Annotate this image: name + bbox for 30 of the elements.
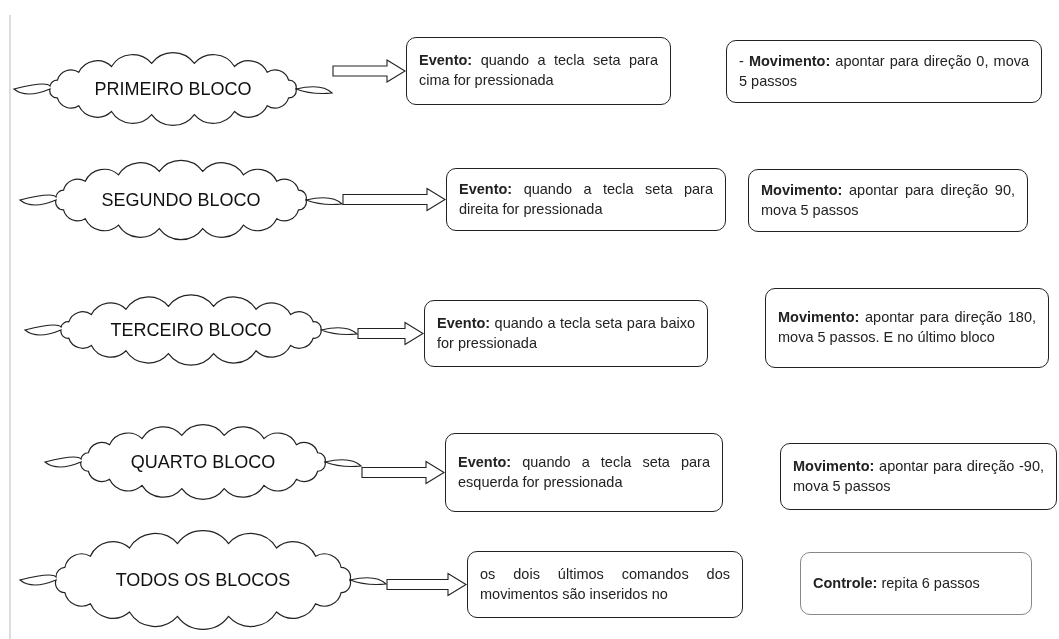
box-text: - Movimento: apontar para direção 0, mova 5 passos: [739, 51, 1029, 91]
box-text: Evento: quando a tecla seta para direita for pressionada: [459, 179, 713, 219]
rounded-box: [406, 37, 671, 105]
rounded-box: [446, 168, 726, 231]
box-text: Movimento: apontar para direção 90, mova 5 passos: [761, 180, 1015, 220]
block-arrow: [361, 460, 446, 485]
box-text: Evento: quando a tecla seta para cima for pressionada: [419, 51, 658, 90]
box-text: Evento: quando a tecla seta para baixo for pressionada: [437, 313, 695, 353]
box-text: Evento: quando a tecla seta para esquerda for pressionada: [458, 452, 710, 492]
box-text: Movimento: apontar para direção 180, mova 5 passos. E no último bloco: [778, 308, 1036, 347]
rounded-box: [726, 40, 1042, 103]
block-arrow: [342, 187, 447, 212]
cloud-label: SEGUNDO BLOCO: [101, 189, 261, 211]
cloud-label: QUARTO BLOCO: [130, 451, 276, 473]
rounded-box: [765, 288, 1049, 368]
rounded-box: [424, 300, 708, 367]
cloud-label: PRIMEIRO BLOCO: [94, 78, 252, 100]
box-text: Movimento: apontar para direção -90, mova 5 passos: [793, 456, 1044, 496]
cloud-label: TERCEIRO BLOCO: [110, 319, 272, 341]
rounded-box: [445, 433, 723, 512]
block-arrow: [357, 321, 425, 346]
rounded-box: [800, 552, 1032, 615]
box-text: Controle: repita 6 passos: [813, 573, 981, 593]
rounded-box: [748, 169, 1028, 232]
box-text: os dois últimos comandos dos movimentos são inseridos no: [480, 564, 730, 604]
rounded-box: [780, 443, 1057, 510]
cloud-label: TODOS OS BLOCOS: [115, 569, 291, 591]
rounded-box: [467, 551, 743, 618]
block-arrow: [332, 59, 407, 83]
block-arrow: [386, 572, 468, 597]
